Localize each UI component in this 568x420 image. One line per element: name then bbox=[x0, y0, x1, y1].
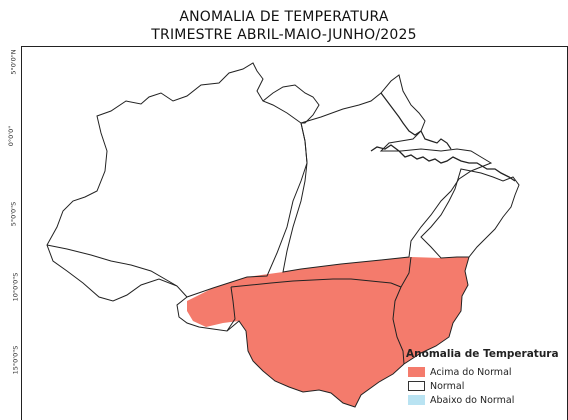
legend-swatch-normal bbox=[408, 381, 425, 391]
map-title: ANOMALIA DE TEMPERATURA TRIMESTRE ABRIL-… bbox=[0, 8, 568, 44]
state-outline-west bbox=[46, 62, 308, 302]
legend-swatch-below-normal bbox=[408, 395, 425, 405]
legend-title: Anomalia de Temperatura bbox=[406, 348, 559, 360]
map-title-line2: TRIMESTRE ABRIL-MAIO-JUNHO/2025 bbox=[151, 27, 417, 43]
state-outline-mato-grosso-south bbox=[226, 320, 405, 408]
state-outline-north-east bbox=[282, 74, 493, 273]
latitude-label-10s: 10°0'0"S bbox=[11, 272, 20, 302]
legend: Anomalia de Temperatura Acima do Normal … bbox=[406, 348, 568, 407]
state-outline-rondonia bbox=[176, 286, 236, 332]
state-outline-mato-grosso bbox=[230, 278, 402, 288]
anomaly-above-normal-region bbox=[187, 257, 469, 407]
legend-item-normal: Normal bbox=[408, 379, 568, 393]
latitude-label-15s: 15°0'0"S bbox=[11, 345, 20, 375]
legend-item-above-normal: Acima do Normal bbox=[408, 365, 568, 379]
state-outline-tocantins bbox=[392, 256, 412, 365]
legend-label-above-normal: Acima do Normal bbox=[430, 366, 512, 378]
latitude-label-0: 0°0'0" bbox=[7, 125, 16, 147]
state-outline-maranhao bbox=[420, 168, 520, 259]
latitude-label-5n: 5°0'0"N bbox=[9, 49, 18, 75]
map-frame bbox=[21, 46, 568, 420]
state-outline-tocantins-east bbox=[403, 256, 470, 365]
state-outline-north-center bbox=[262, 84, 320, 124]
legend-label-normal: Normal bbox=[430, 380, 465, 392]
acre-boundary bbox=[46, 244, 178, 287]
legend-swatch-above-normal bbox=[408, 367, 425, 377]
amazon-map bbox=[46, 62, 520, 408]
map-title-line1: ANOMALIA DE TEMPERATURA bbox=[179, 9, 389, 25]
coastline-amapa bbox=[380, 92, 452, 150]
legend-label-below-normal: Abaixo do Normal bbox=[430, 394, 515, 406]
legend-item-below-normal: Abaixo do Normal bbox=[408, 393, 568, 407]
latitude-label-5s: 5°0'0"S bbox=[9, 201, 18, 227]
coastline-marajo bbox=[370, 144, 516, 182]
